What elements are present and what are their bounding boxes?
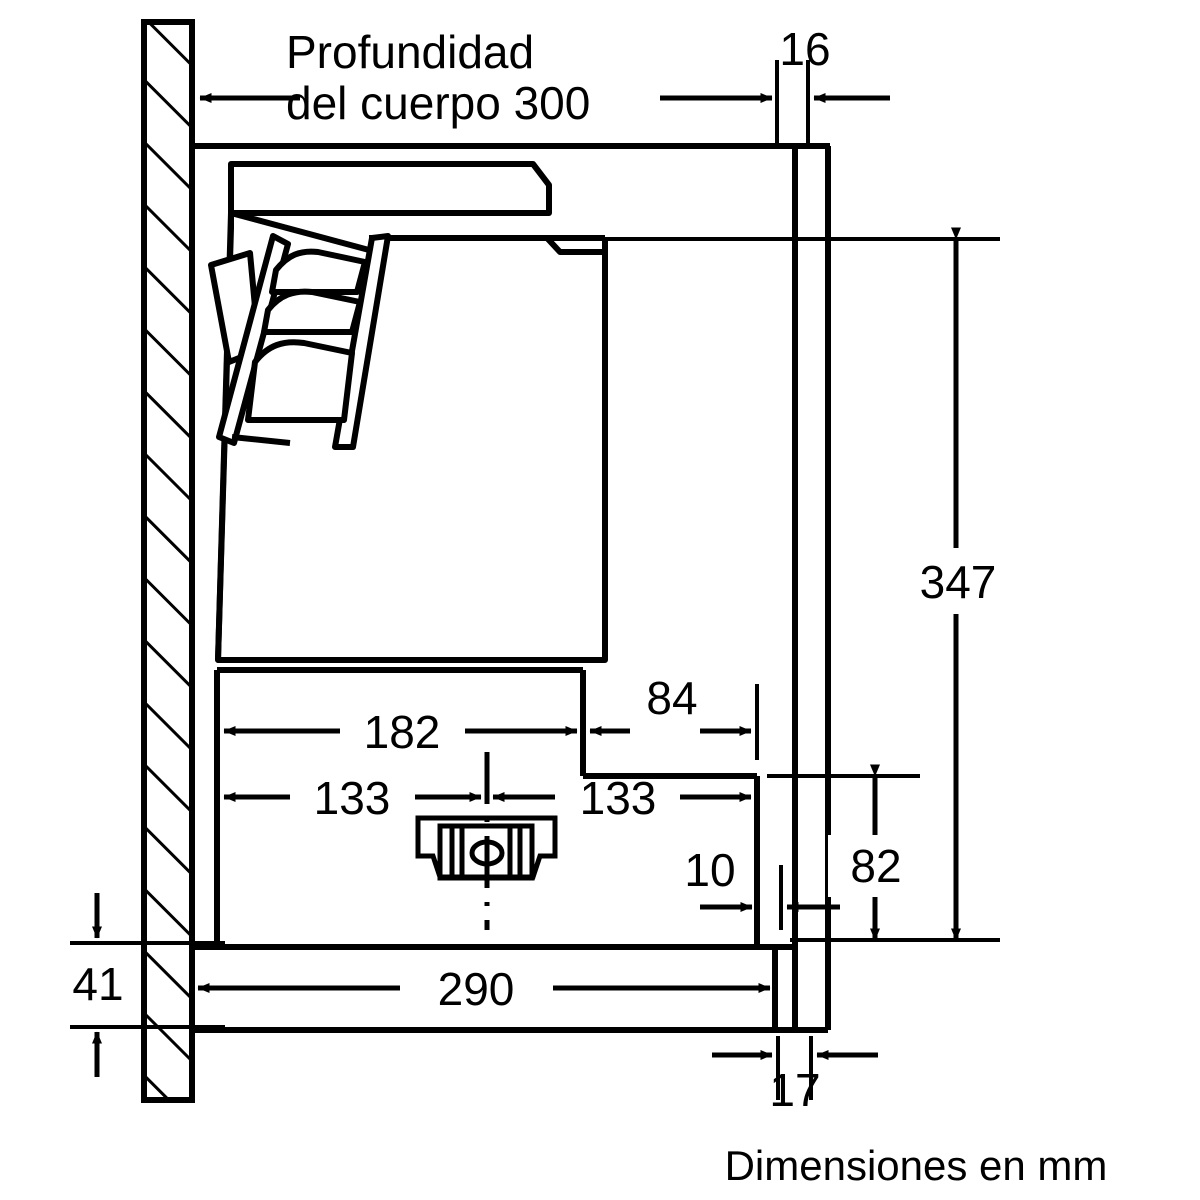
body-depth-label-line1: Profundidad bbox=[286, 26, 534, 78]
dimension-41: 41 bbox=[72, 893, 124, 1077]
dim-label-347-backing bbox=[900, 548, 1020, 614]
wall-hatch-fill bbox=[144, 22, 192, 1100]
dimension-133-right: 133 bbox=[492, 772, 752, 824]
dimension-133-left: 133 bbox=[223, 772, 482, 824]
dimension-84: 84 bbox=[589, 672, 752, 736]
wall-section bbox=[141, 19, 195, 1103]
grease-filter-assembly bbox=[208, 233, 391, 450]
dimension-label-133-right: 133 bbox=[580, 772, 657, 824]
dimension-16: 16 bbox=[779, 23, 890, 103]
extension-lines bbox=[70, 60, 1000, 1100]
units-note: Dimensiones en mm bbox=[725, 1142, 1108, 1189]
filter-louvre-3 bbox=[245, 339, 355, 423]
dimension-label-17: 17 bbox=[769, 1064, 820, 1116]
dimension-body-depth-300: Profundidad del cuerpo 300 bbox=[199, 26, 773, 129]
filter-louvre-2 bbox=[261, 288, 363, 335]
dimension-label-347: 347 bbox=[920, 556, 997, 608]
dimension-label-84: 84 bbox=[646, 672, 697, 724]
dimension-82: 82 bbox=[828, 764, 924, 941]
dimension-label-82: 82 bbox=[850, 840, 901, 892]
dimension-347: 347 bbox=[900, 227, 1020, 941]
body-depth-label-line2: del cuerpo 300 bbox=[286, 77, 590, 129]
dimension-label-16: 16 bbox=[779, 23, 830, 75]
dimension-label-41: 41 bbox=[72, 958, 123, 1010]
dimension-290: 290 bbox=[197, 963, 771, 1015]
filter-louvre-1 bbox=[269, 248, 368, 295]
dimension-10: 10 bbox=[684, 844, 840, 912]
dimension-label-290: 290 bbox=[438, 963, 515, 1015]
dimension-182: 182 bbox=[223, 706, 578, 758]
dimension-label-182: 182 bbox=[364, 706, 441, 758]
filter-bottom-edge bbox=[231, 434, 291, 446]
upper-housing-block bbox=[228, 161, 552, 216]
dimension-label-133-left: 133 bbox=[314, 772, 391, 824]
dim-label-82-backing bbox=[828, 835, 924, 897]
dimension-label-10: 10 bbox=[684, 844, 735, 896]
dimension-17: 17 bbox=[712, 1050, 878, 1116]
wall-outline bbox=[141, 19, 195, 1103]
duct-connector-detail bbox=[415, 815, 558, 881]
